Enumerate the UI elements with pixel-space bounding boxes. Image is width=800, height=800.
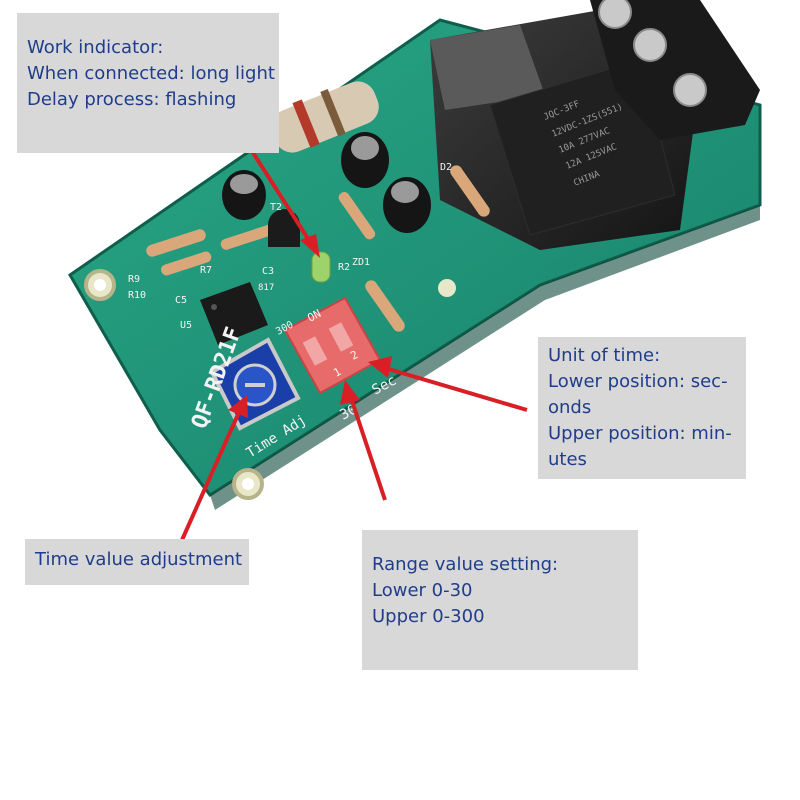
work-indicator-callout: Work indicator: When connected: long lig… — [17, 13, 279, 153]
arrow-to-pot-head — [228, 395, 248, 418]
range-value-line-upper: Upper 0-300 — [372, 606, 485, 627]
silk-r7: R7 — [200, 265, 212, 276]
silk-u5: U5 — [180, 320, 192, 331]
arrow-to-dip-unit-head — [368, 356, 392, 378]
silk-817: 817 — [258, 283, 274, 293]
transistor — [268, 209, 300, 247]
work-indicator-line-connected: When connected: long light — [27, 63, 275, 84]
silk-r9: R9 — [128, 274, 140, 285]
unit-of-time-line: utes — [548, 449, 587, 470]
resistors — [146, 165, 490, 332]
unit-of-time-line: onds — [548, 397, 592, 418]
silk-d2: D2 — [440, 162, 452, 173]
power-resistor — [271, 81, 379, 153]
pointer-arrows — [180, 146, 528, 541]
switch-on-label: ON — [305, 307, 323, 325]
arrow-to-pot — [180, 409, 242, 541]
optocoupler — [200, 282, 268, 345]
arrow-to-dip-range — [348, 394, 387, 501]
unit-of-time-callout: Unit of time: Lower position: sec- onds … — [538, 337, 746, 479]
range-value-title: Range value setting: — [372, 554, 559, 575]
silk-c3: C3 — [262, 266, 274, 277]
silk-zd1: ZD1 — [352, 257, 370, 268]
silk-c5: C5 — [175, 295, 187, 306]
arrow-to-dip-range-head — [340, 380, 360, 405]
time-value-title: Time value adjustment — [35, 549, 243, 570]
silk-t2: T2 — [270, 202, 282, 213]
time-value-callout: Time value adjustment — [25, 539, 249, 585]
unit-of-time-title: Unit of time: — [548, 345, 661, 366]
work-indicator-title: Work indicator: — [27, 37, 164, 58]
terminal-block — [590, 0, 760, 140]
indicator-led — [311, 251, 331, 283]
arrow-to-led — [248, 146, 314, 247]
capacitors — [222, 132, 431, 233]
unit-of-time-line: Lower position: sec- — [548, 371, 728, 392]
arrow-to-dip-unit — [384, 366, 528, 412]
range-value-callout: Range value setting: Lower 0-30 Upper 0-… — [362, 530, 638, 670]
silk-r2: R2 — [338, 262, 350, 273]
arrow-to-led-head — [300, 234, 320, 258]
switch-1-label: 1 — [331, 365, 343, 380]
work-indicator-line-delay: Delay process: flashing — [27, 89, 237, 110]
range-value-line-lower: Lower 0-30 — [372, 580, 473, 601]
switch-2-label: 2 — [348, 348, 360, 363]
silk-r10: R10 — [128, 290, 146, 301]
unit-of-time-line: Upper position: min- — [548, 423, 732, 444]
